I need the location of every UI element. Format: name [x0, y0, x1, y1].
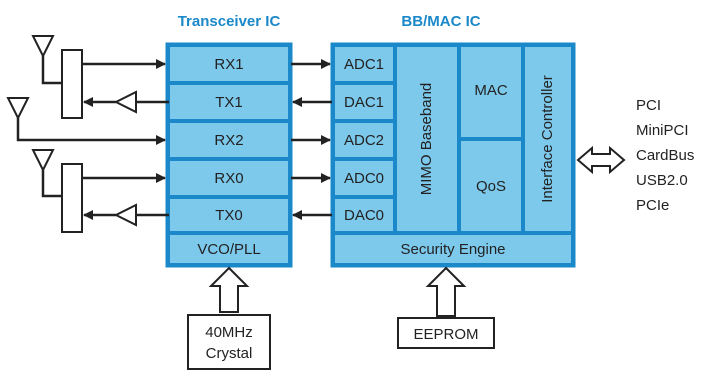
interchip-links: [291, 59, 332, 220]
bbmac-ic: ADC1 DAC1 ADC2 ADC0 DAC0 MIMO Baseband M…: [330, 42, 576, 268]
antenna-group-1: [31, 35, 169, 119]
bus-interface-pcie: PCIe: [636, 197, 669, 214]
eeprom-label: EEPROM: [413, 326, 478, 343]
rx2-label: RX2: [214, 132, 243, 149]
eeprom-input: EEPROM: [397, 266, 495, 349]
security-engine-block: [333, 233, 573, 265]
dac1-block: [333, 83, 395, 121]
qos-block: [459, 139, 523, 233]
mac-label: MAC: [474, 82, 508, 99]
bus-interface-pci: PCI: [636, 97, 661, 114]
dac0-label: DAC0: [344, 207, 384, 224]
antenna-group-2: [6, 97, 166, 145]
crystal-input: 40MHz Crystal: [187, 266, 271, 370]
adc0-block: [333, 159, 395, 197]
antenna-feed-line: [16, 118, 30, 142]
rx2-block: [168, 121, 290, 159]
tx1-label: TX1: [215, 94, 243, 111]
rx0-block: [168, 159, 290, 197]
amplifier-icon: [113, 203, 137, 227]
vco-pll-label: VCO/PLL: [197, 241, 260, 258]
adc2-block: [333, 121, 395, 159]
bus-interface-minipci: MiniPCI: [636, 122, 689, 139]
antenna-feed-line: [41, 56, 62, 85]
dac1-label: DAC1: [344, 94, 384, 111]
mimo-baseband-label: MIMO Baseband: [418, 83, 435, 196]
rx1-label: RX1: [214, 56, 243, 73]
adc0-label: ADC0: [344, 170, 384, 187]
adc1-label: ADC1: [344, 56, 384, 73]
antenna-group-3: [31, 149, 169, 233]
dac0-block: [333, 197, 395, 233]
adc2-label: ADC2: [344, 132, 384, 149]
rx0-label: RX0: [214, 170, 243, 187]
crystal-box: [187, 314, 271, 370]
tx0-label: TX0: [215, 207, 243, 224]
antenna-icon: [31, 35, 55, 59]
security-engine-label: Security Engine: [400, 241, 505, 258]
antenna-feed-line: [41, 170, 62, 198]
bus-interface-usb: USB2.0: [636, 172, 688, 189]
crystal-line1: 40MHz: [205, 324, 253, 341]
amplifier-icon: [113, 90, 137, 114]
switch-box: [61, 49, 83, 119]
transceiver-ic-title: Transceiver IC: [178, 13, 281, 30]
eeprom-box: [397, 317, 495, 349]
rx1-block: [168, 45, 290, 83]
antenna-icon: [6, 97, 30, 121]
interface-controller-block: [523, 45, 573, 233]
tx1-block: [168, 83, 290, 121]
mimo-baseband-block: [395, 45, 459, 233]
mac-block: [459, 45, 523, 139]
vco-pll-block: [168, 233, 290, 265]
switch-box: [61, 163, 83, 233]
qos-label: QoS: [476, 178, 506, 195]
crystal-line2: Crystal: [206, 345, 253, 362]
antenna-icon: [31, 149, 55, 173]
bbmac-ic-title: BB/MAC IC: [401, 13, 480, 30]
bus-interface-cardbus: CardBus: [636, 147, 694, 164]
bus-interface-list: PCI MiniPCI CardBus USB2.0 PCIe: [636, 97, 694, 214]
adc1-block: [333, 45, 395, 83]
interface-controller-label: Interface Controller: [539, 75, 556, 203]
bidirectional-arrow-icon: [576, 145, 626, 175]
transceiver-ic: RX1 TX1 RX2 RX0 TX0 VCO/PLL: [165, 42, 293, 268]
up-arrow-icon: [425, 266, 467, 317]
up-arrow-icon: [208, 266, 250, 313]
